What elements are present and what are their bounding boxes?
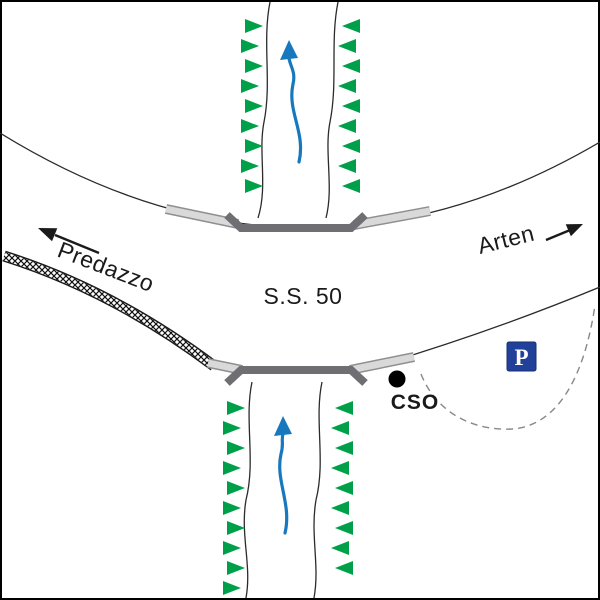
bridges [224, 212, 368, 386]
tree-icon [241, 39, 259, 53]
tree-icon [338, 119, 356, 133]
direction-arrow-tail [545, 229, 570, 242]
hatched-track [2, 250, 218, 371]
bridge-south [224, 366, 368, 386]
tree-icon [223, 461, 241, 475]
bridge-approaches [164, 204, 431, 375]
flow-arrow-tail [287, 56, 303, 164]
tree-icon [342, 99, 360, 113]
flow-arrow-north-icon [280, 40, 303, 164]
tree-icon [338, 39, 356, 53]
tree-icon [227, 401, 245, 415]
bridge-approach [207, 359, 243, 374]
tree-icon [342, 139, 360, 153]
parking-area-boundary [420, 304, 596, 430]
tree-icon [245, 59, 263, 73]
tree-icon [227, 441, 245, 455]
tree-icon [227, 521, 245, 535]
direction-arrow-tail [54, 233, 100, 255]
tree-icon [223, 581, 241, 595]
river-bank-line [313, 381, 323, 599]
tree-icon [241, 119, 259, 133]
tree-icon [223, 421, 241, 435]
cso-label: CSO [391, 391, 440, 414]
tree-icon [227, 481, 245, 495]
tree-icon [223, 501, 241, 515]
river-south [243, 381, 323, 599]
river-bank-line [325, 1, 339, 219]
tree-icon [245, 99, 263, 113]
tree-icon [338, 159, 356, 173]
flow-arrow-head [274, 416, 292, 436]
direction-arrow-head [565, 224, 583, 237]
river-bank-line [243, 381, 253, 599]
flow-arrow-tail [278, 432, 289, 535]
direction-arrow-head [38, 228, 58, 242]
cso-point-marker [388, 370, 406, 388]
tree-icon [335, 481, 353, 495]
parking-sign-plate [506, 341, 537, 372]
parking-sign-letter: P [514, 345, 528, 370]
bridge-north [224, 212, 368, 232]
tree-icon [335, 521, 353, 535]
tree-icon [342, 19, 360, 33]
tree-icon [331, 421, 349, 435]
tree-icon [241, 159, 259, 173]
flow-arrow-south-icon [274, 416, 292, 535]
tree-icon [245, 179, 263, 193]
tree-icon [241, 79, 259, 93]
tree-icon [342, 179, 360, 193]
tree-symbols [223, 19, 360, 595]
tree-icon [335, 561, 353, 575]
bridge-approach [353, 207, 431, 229]
bridge-approach [165, 205, 239, 228]
parking-sign: P [506, 341, 537, 372]
tree-icon [335, 441, 353, 455]
tree-icon [338, 79, 356, 93]
tree-icon [331, 461, 349, 475]
tree-icon [245, 19, 263, 33]
tree-icon [227, 561, 245, 575]
tree-icon [335, 401, 353, 415]
tree-icon [331, 501, 349, 515]
tree-icon [331, 541, 349, 555]
tree-icon [245, 139, 263, 153]
tree-icon [223, 541, 241, 555]
road-label: S.S. 50 [264, 283, 343, 309]
tree-icon [342, 59, 360, 73]
bridge-approach [349, 353, 415, 374]
flow-arrow-head [280, 40, 298, 60]
